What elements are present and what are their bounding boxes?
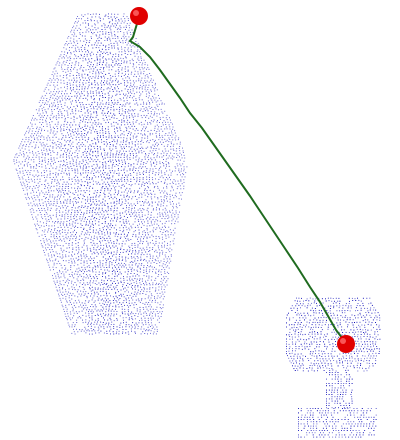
planned-path: [128, 16, 347, 344]
large-point-cloud: [13, 13, 188, 335]
start-point[interactable]: [130, 7, 148, 25]
small-point-cloud: [286, 297, 381, 438]
goal-point[interactable]: [337, 335, 355, 353]
